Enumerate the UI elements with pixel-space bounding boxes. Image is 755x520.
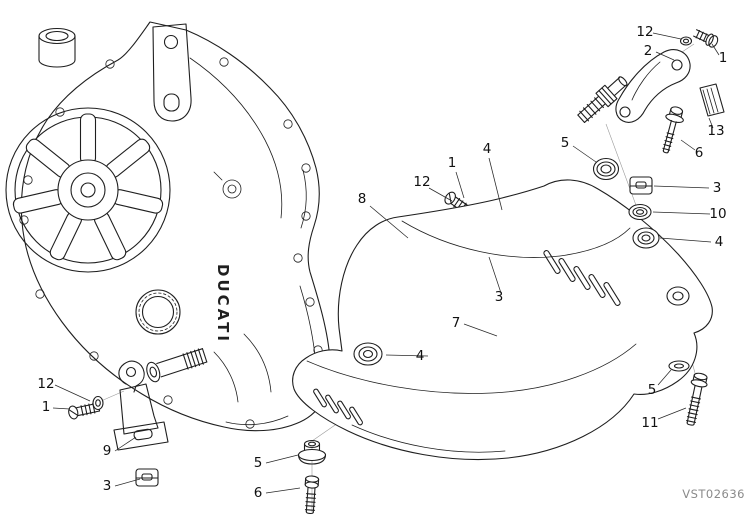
- callout-label: 3: [103, 478, 112, 494]
- right-lower-hardware-group: [668, 360, 708, 426]
- rubber-mount-part-5-bottom: [297, 439, 327, 465]
- callout-label: 9: [103, 443, 112, 459]
- callout-leader-lines: [52, 32, 720, 494]
- callout-label: 12: [636, 24, 653, 40]
- callout-label: 4: [483, 141, 492, 157]
- callout-label: 12: [37, 376, 54, 392]
- callout-label: 7: [452, 315, 461, 331]
- skid-plate-vent-slots-upper: [543, 250, 621, 306]
- engine-cover-drawing: [5, 21, 331, 432]
- cover-lower-bolt: [146, 348, 208, 383]
- washer-part-12: [92, 395, 104, 411]
- threaded-stud-right: [577, 76, 628, 124]
- callout-label: 8: [358, 191, 367, 207]
- clip-nut-part-3-right: [629, 176, 653, 195]
- callout-label: 5: [561, 135, 570, 151]
- oil-filler-cap: [38, 27, 76, 68]
- clutch-cover-spokes: [12, 113, 164, 261]
- rubber-mount-part-4-right: [632, 227, 660, 249]
- cover-opening: [135, 289, 181, 335]
- callout-label: 11: [641, 415, 658, 431]
- callout-label: 6: [695, 145, 704, 161]
- callout-label: 4: [416, 348, 425, 364]
- left-hardware-group: [68, 360, 169, 487]
- clutch-cover-spoked-wheel: [5, 107, 171, 273]
- washer-part-10: [628, 203, 652, 221]
- screw-part-1-top-right: [693, 29, 719, 48]
- bottom-center-hardware-group: [297, 439, 327, 515]
- rubber-mount-part-5-right: [592, 157, 620, 181]
- washer-part-12-top-right: [679, 36, 693, 46]
- bracket-part-9: [113, 360, 169, 451]
- cover-bolt-holes: [19, 57, 323, 429]
- bolt-part-6-right: [662, 106, 684, 154]
- right-upper-hardware-group: [577, 29, 725, 249]
- callout-label: 6: [254, 485, 263, 501]
- skid-plate-mounting-hole: [666, 286, 690, 306]
- bolt-part-6-bottom: [304, 475, 320, 515]
- rubber-mount-part-4-on-plate: [353, 342, 383, 366]
- callout-label: 1: [719, 50, 728, 66]
- callout-label: 3: [713, 180, 722, 196]
- washer-part-5-lower-right: [668, 360, 690, 372]
- callout-label: 13: [707, 123, 724, 139]
- cover-sensor-detail: [213, 171, 242, 199]
- bolt-part-11: [686, 372, 708, 426]
- cover-top-bracket: [152, 23, 192, 122]
- callout-label: 2: [644, 43, 653, 59]
- drawing-code: VST02636: [682, 487, 745, 501]
- clip-nut-part-3-left: [135, 468, 159, 487]
- callout-label: 3: [495, 289, 504, 305]
- skid-plate-vent-slots-lower: [313, 388, 363, 426]
- screw-part-1: [68, 402, 101, 420]
- skid-plate-drawing: [292, 179, 713, 461]
- callout-label: 1: [42, 399, 51, 415]
- bracket-part-2: [615, 49, 691, 123]
- callout-label: 1: [448, 155, 457, 171]
- callout-label: 4: [715, 234, 724, 250]
- callout-label: 5: [254, 455, 263, 471]
- ducati-logo-text: DUCATI: [214, 264, 232, 344]
- callout-label: 5: [648, 382, 657, 398]
- callout-label: 12: [413, 174, 430, 190]
- callout-labels: 12 1 9 3 8 12 1 4 3 7 4 5 6 5 12 2 1 13 …: [37, 24, 727, 501]
- rubber-strip-part-13: [699, 83, 725, 117]
- callout-label: 10: [709, 206, 726, 222]
